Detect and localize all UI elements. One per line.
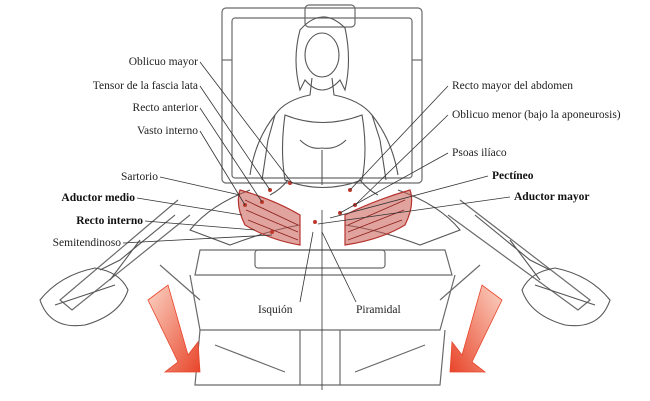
muscle-fibers bbox=[244, 199, 406, 241]
label-aductor-medio: Aductor medio bbox=[61, 192, 135, 204]
label-piramidal: Piramidal bbox=[356, 304, 401, 316]
machine-frame bbox=[59, 4, 591, 386]
label-recto-mayor-abdomen: Recto mayor del abdomen bbox=[452, 80, 574, 92]
label-aductor-mayor: Aductor mayor bbox=[514, 191, 590, 203]
label-semitendinoso: Semitendinoso bbox=[52, 237, 121, 249]
right-direction-arrow bbox=[449, 284, 503, 373]
label-pectineo: Pectíneo bbox=[492, 170, 534, 182]
left-direction-arrow bbox=[147, 284, 201, 373]
label-recto-interno: Recto interno bbox=[76, 215, 143, 227]
label-isquion: Isquión bbox=[258, 304, 293, 316]
label-recto-anterior: Recto anterior bbox=[132, 102, 198, 114]
label-sartorio: Sartorio bbox=[120, 171, 158, 183]
label-oblicuo-mayor: Oblicuo mayor bbox=[128, 56, 198, 68]
label-oblicuo-menor: Oblicuo menor (bajo la aponeurosis) bbox=[452, 109, 621, 121]
leader-lines bbox=[122, 61, 511, 390]
label-vasto-interno: Vasto interno bbox=[136, 125, 198, 137]
label-psoas-iliaco: Psoas ilíaco bbox=[452, 147, 507, 159]
label-tensor-fascia-lata: Tensor de la fascia lata bbox=[92, 80, 198, 92]
